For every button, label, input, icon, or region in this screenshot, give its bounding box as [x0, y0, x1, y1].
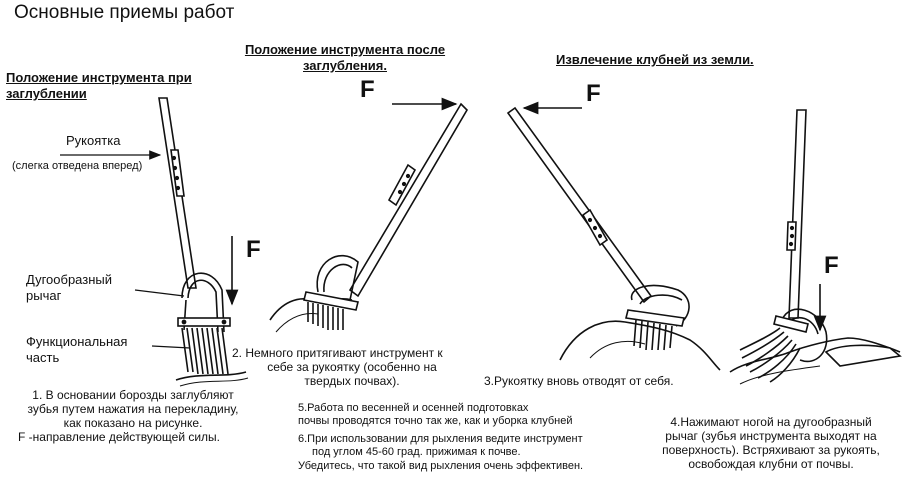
- figure-3-tool: [506, 106, 721, 371]
- label-func-line1: Функциональная: [26, 334, 128, 349]
- caption-2-line2: себе за рукоятку (особенно на: [267, 360, 437, 374]
- force-label-4: F: [824, 252, 839, 279]
- force-label-3: F: [586, 80, 601, 107]
- label-lever-line2: рычаг: [26, 288, 62, 303]
- header-fig2-line2: заглубления.: [303, 58, 387, 73]
- caption-1-line2: зубья путем нажатия на перекладину,: [27, 402, 239, 416]
- caption-4-line2: рычаг (зубья инструмента выходят на: [665, 429, 877, 443]
- force-label-2: F: [360, 76, 375, 103]
- label-handle-note: (слегка отведена вперед): [12, 160, 143, 172]
- header-fig1-line1: Положение инструмента при: [6, 70, 192, 85]
- caption-6-line2: под углом 45-60 град. прижимая к почве.: [312, 446, 521, 458]
- force-label-1: F: [246, 236, 261, 263]
- caption-5-line1: 5.Работа по весенней и осенней подготовк…: [298, 402, 529, 414]
- header-fig1-line2: заглублении: [6, 86, 87, 101]
- label-func-line2: часть: [26, 350, 60, 365]
- caption-5-line2: почвы проводятся точно так же, как и убо…: [298, 415, 573, 427]
- figure-4-tool: [729, 109, 902, 385]
- caption-4-line3: поверхность). Встряхивают за рукоять,: [662, 443, 880, 457]
- caption-2-line3: твердых почвах).: [304, 374, 400, 388]
- label-lever-line1: Дугообразный: [26, 272, 113, 287]
- caption-6-line3: Убедитесь, что такой вид рыхления очень …: [298, 460, 584, 472]
- caption-1-line3: как показано на рисунке.: [63, 416, 203, 430]
- caption-4-line4: освобождая клубни от почвы.: [688, 457, 854, 471]
- caption-4-line1: 4.Нажимают ногой на дугообразный: [670, 415, 872, 429]
- figure-1-leaders: [60, 150, 191, 349]
- figure-1-tool: [158, 97, 249, 387]
- caption-2-line1: 2. Немного притягивают инструмент к: [232, 346, 443, 360]
- caption-1-line1: 1. В основании борозды заглубляют: [32, 388, 234, 402]
- header-fig3: Извлечение клубней из земли.: [556, 52, 754, 67]
- figure-2-tool: [269, 102, 469, 333]
- caption-1-line4: F -направление действующей силы.: [18, 430, 221, 444]
- label-handle: Рукоятка: [66, 133, 121, 148]
- caption-6-line1: 6.При использовании для рыхления ведите …: [298, 433, 583, 445]
- header-fig2-line1: Положение инструмента после: [244, 42, 446, 57]
- page-title: Основные приемы работ: [14, 2, 235, 23]
- caption-3: 3.Рукоятку вновь отводят от себя.: [484, 374, 674, 388]
